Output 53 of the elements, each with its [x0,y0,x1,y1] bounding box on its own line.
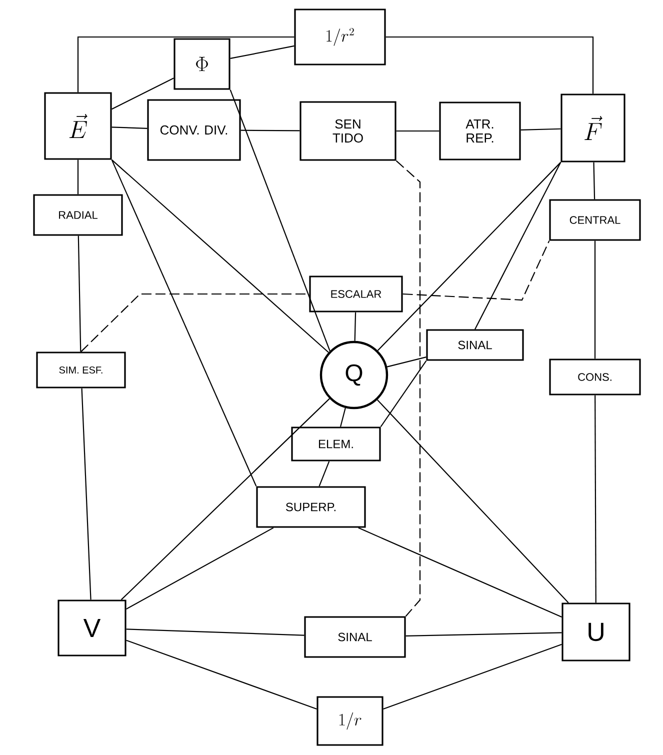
connector-line [383,644,562,710]
connector-line [318,461,330,486]
connector-line [112,126,148,129]
connector-line [386,356,426,368]
connector-line [354,312,356,341]
connector-line [593,162,596,200]
connector-line [474,162,562,330]
connector-line [377,162,562,351]
connector-line [112,78,174,110]
concept-box: CONV. DIV. [147,99,241,161]
connector-line [81,388,92,600]
connector-line [77,36,294,92]
connector-line [358,527,562,618]
connector-line [386,36,594,94]
connector-line [111,159,329,353]
connector-line [520,128,561,130]
concept-box: SIM. ESF. [36,352,126,388]
connector-line [380,360,427,428]
connector-line [406,632,562,636]
concept-box: SINAL [426,329,524,361]
concept-box: ELEM. [291,426,381,462]
connector-line [240,130,300,132]
concept-box: V [58,600,126,656]
concept-box: SUPERP. [256,486,366,528]
connector-line [126,527,274,610]
connector-line [376,399,569,604]
connector-line [594,395,596,603]
connector-line [120,398,330,600]
concept-box: CENTRAL [549,199,641,241]
concept-box: RADIAL [33,194,123,236]
concept-box: $\vec{E}$ [44,92,112,160]
connector-line [594,240,596,359]
connector-line [77,160,79,194]
concept-box: ATR. REP. [439,102,521,160]
concept-box: SINAL [304,616,406,658]
connector-line [126,640,317,710]
connector-line [396,130,440,132]
concept-box: ESCALAR [309,276,403,312]
concept-box: $\vec{F}$ [560,94,626,162]
connector-line [78,236,82,352]
connector-line [230,90,330,352]
dashed-line [402,240,550,301]
concept-box: CONS. [549,358,641,396]
dashed-line [396,160,421,617]
connector-line [111,160,257,486]
concept-box: SEN TIDO [300,101,396,161]
connector-line [230,45,294,59]
concept-box: $\Phi$ [174,38,230,90]
concept-box: $1/r$ [316,696,384,746]
connector-line [126,628,304,636]
connector-line [340,408,346,427]
concept-box: $1/r^{2}$ [294,8,386,66]
concept-box: U [562,602,630,662]
